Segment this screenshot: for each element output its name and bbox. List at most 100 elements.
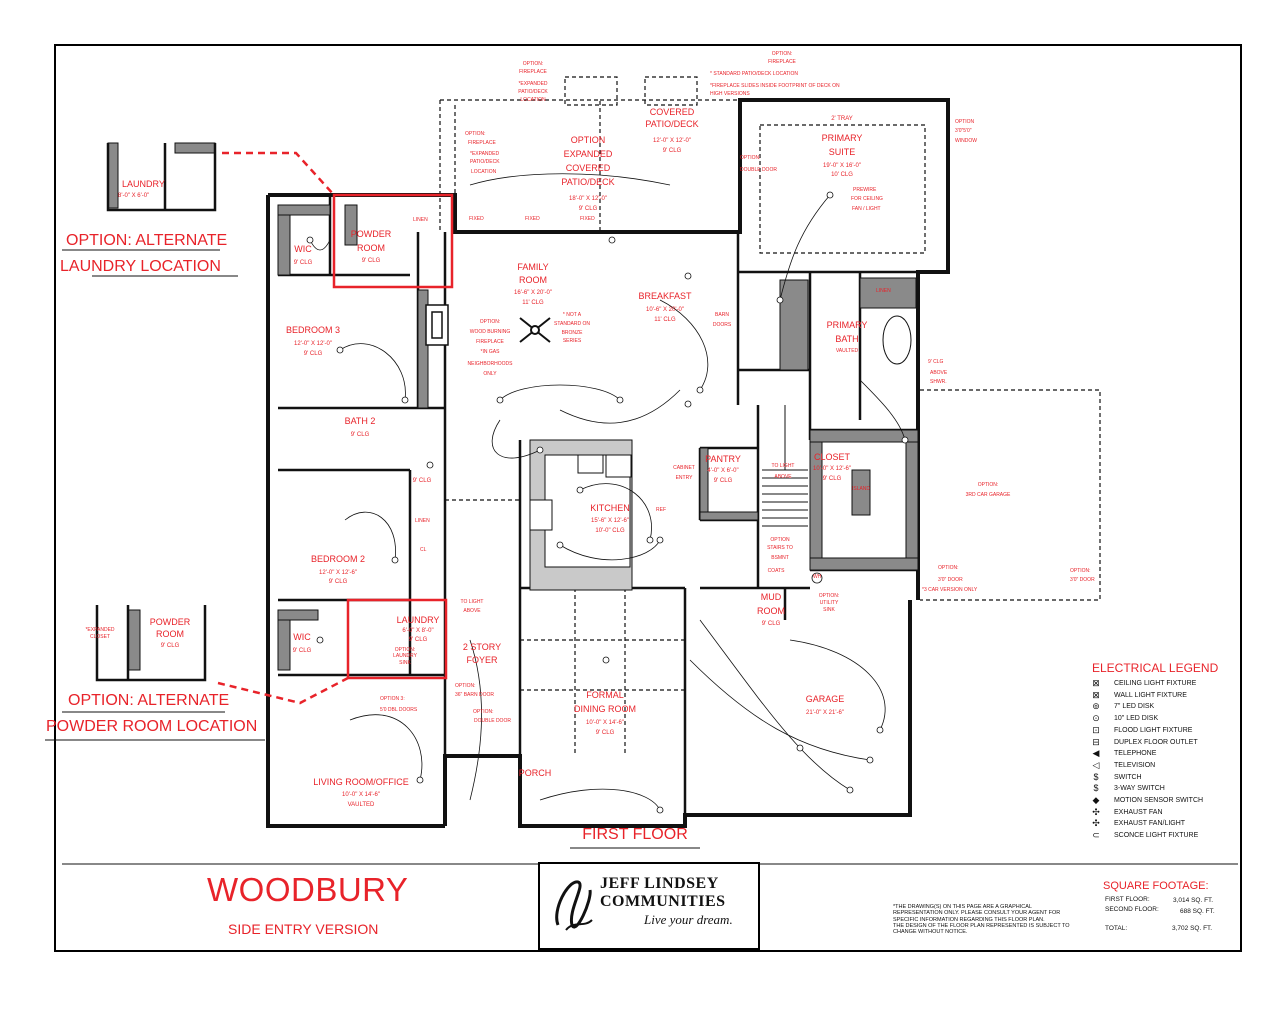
logo-name-1: JEFF LINDSEY [600,875,719,892]
third-car-1: OPTION: [977,482,999,488]
option-window-3: WINDOW [955,138,977,144]
dbl-doors-option-2: 5'0 DBL DOORS [380,707,418,713]
barn-door-option-2: 36" BARN DOOR [455,692,495,698]
fireplace-note-a-4: PATIO/DECK [518,89,548,95]
dashed-outlines [439,76,1101,757]
powder-room-clg: 9' CLG [361,258,381,264]
legend-label: WALL LIGHT FIXTURE [1114,691,1187,699]
wood-fireplace-4: *IN GAS [480,349,500,355]
bedroom3-dims: 12'-0" X 12'-0" [294,341,332,347]
legend-symbol-icon: ⊟ [1092,736,1100,747]
inset-laundry-label: LAUNDRY [122,179,165,189]
bedroom2-name: BEDROOM 2 [310,554,366,564]
not-standard-1: * NOT A [562,312,582,318]
wood-fireplace-6: ONLY [483,371,497,377]
fireplace [425,304,449,346]
laundry-name: LAUNDRY [396,615,440,625]
option-3-0-door-right-2: 3'0" DOOR [1070,577,1095,583]
inset-powder-clg: 9' CLG [160,643,180,649]
expanded-patio-name-3: COVERED [565,163,611,173]
sqft-title: SQUARE FOOTAGE: [1103,880,1209,892]
formal-dining-clg: 9' CLG [595,730,615,736]
sqft-first-label: FIRST FLOOR: [1105,896,1150,903]
fixed-3: FIXED [580,216,595,222]
company-logo: JEFF LINDSEY COMMUNITIES Live your dream… [538,862,760,950]
fireplace-note-b-1: OPTION: [465,131,486,137]
utility-sink-3: SINK [823,607,835,613]
legend-label: FLOOD LIGHT FIXTURE [1114,726,1193,734]
fixed-1: FIXED [469,216,484,222]
inset-expanded-closet-1: *EXPANDED [85,627,115,633]
legend-symbol-icon: ◁ [1092,759,1100,770]
alt-laundry-title-2: LAUNDRY LOCATION [60,258,221,275]
fireplace-note-c-3: * STANDARD PATIO/DECK LOCATION [710,71,798,77]
disclaimer-line-4: THE DESIGN OF THE FLOOR PLAN REPRESENTED… [893,922,1070,929]
sqft-total-value: 3,702 SQ. FT. [1172,925,1213,932]
laundry-clg: 9' CLG [408,637,428,643]
kitchen-clg: 10'-0" CLG [595,528,625,534]
legend-symbol-icon: ⊡ [1092,724,1100,735]
primary-bath-name-2: BATH [835,334,859,344]
legend-symbol-icon: ⊚ [1092,701,1100,712]
kitchen-counters [529,439,871,591]
legend-label: TELEVISION [1114,761,1156,769]
linen-bath: LINEN [876,288,891,294]
not-standard-4: SERIES [562,338,582,344]
dbl-doors-option-1: OPTION 3: [380,696,405,702]
utility-sink-2: UTILITY [819,600,839,606]
legend-symbol-icon: $ [1093,783,1099,794]
sqft-first-value: 3,014 SQ. FT. [1173,897,1214,904]
family-room-clg: 11' CLG [522,300,544,306]
alt-laundry-title-1: OPTION: ALTERNATE [66,232,228,249]
disclaimer-line-5: CHANGE WITHOUT NOTICE. [893,929,968,936]
powder-room-name-1: POWDER [350,229,392,239]
linen-upper: LINEN [413,217,428,223]
covered-patio-clg: 9' CLG [662,148,682,154]
wic-upper-clg: 9' CLG [293,260,313,266]
foyer-name-2: FOYER [466,655,498,665]
covered-patio-name-2: PATIO/DECK [645,119,699,129]
fireplace-note-a-2: FIREPLACE [519,69,547,75]
legend-label: 3-WAY SWITCH [1114,785,1165,793]
living-room-name: LIVING ROOM/OFFICE [313,777,409,787]
utility-sink-1: OPTION: [818,593,840,599]
expanded-patio-clg: 9' CLG [578,206,598,212]
legend-symbol-icon: ✣ [1092,806,1100,817]
barn-doors-2: DOORS [712,322,732,328]
fireplace-note-a-5: LOCATION [520,97,546,103]
porch-name: PORCH [518,768,552,778]
bedroom2-dims: 12'-0" X 12'-6" [319,570,357,576]
legend-label: MOTION SENSOR SWITCH [1114,797,1204,804]
option-3-0-door-2: 3'0" DOOR [938,577,963,583]
logo-monogram-icon [555,880,593,931]
disclaimer-line-2: REPRESENTATION ONLY. PLEASE CONSULT YOUR… [893,910,1061,917]
option-3-0-door-right-1: OPTION: [1070,568,1091,574]
living-room-dims: 10'-0" X 14'-6" [342,792,380,798]
plan-version: SIDE ENTRY VERSION [228,921,379,937]
primary-suite-name-1: PRIMARY [821,133,863,143]
fireplace-note-b-2: FIREPLACE [468,140,496,146]
legend-symbol-icon: ⊠ [1092,689,1100,700]
legend-symbol-icon: ⊂ [1092,830,1100,841]
option-window-2: 3'0"5'0" [955,128,972,134]
option-stairs-1: OPTION [770,537,790,543]
prewire-1: PREWIRE [853,187,877,193]
legend-symbol-icon: ◆ [1092,795,1100,805]
double-door-suite-1: OPTION: [740,155,761,161]
gray-fills [107,142,919,671]
living-room-clg: VAULTED [347,802,375,808]
legend-label: 10" LED DISK [1114,715,1159,723]
expanded-patio-dims: 18'-0" X 12'-0" [569,196,607,202]
fireplace-note-c-4: *FIREPLACE SLIDES INSIDE FOOTPRINT OF DE… [710,83,840,89]
legend-label: SWITCH [1114,773,1142,781]
fixed-2: FIXED [525,216,540,222]
to-light-foyer-2: ABOVE [463,608,481,614]
wic-lower-clg: 9' CLG [292,648,312,654]
shower-1: 9' CLG [928,359,944,365]
bedroom3-clg: 9' CLG [303,351,323,357]
legend-label: DUPLEX FLOOR OUTLET [1114,738,1198,746]
laundry-sink-1: OPTION: [394,647,416,653]
breakfast-clg: 11' CLG [654,317,676,323]
fireplace-note-b-3: *EXPANDED [470,151,500,157]
fireplace-note-b-5: LOCATION [471,169,497,175]
